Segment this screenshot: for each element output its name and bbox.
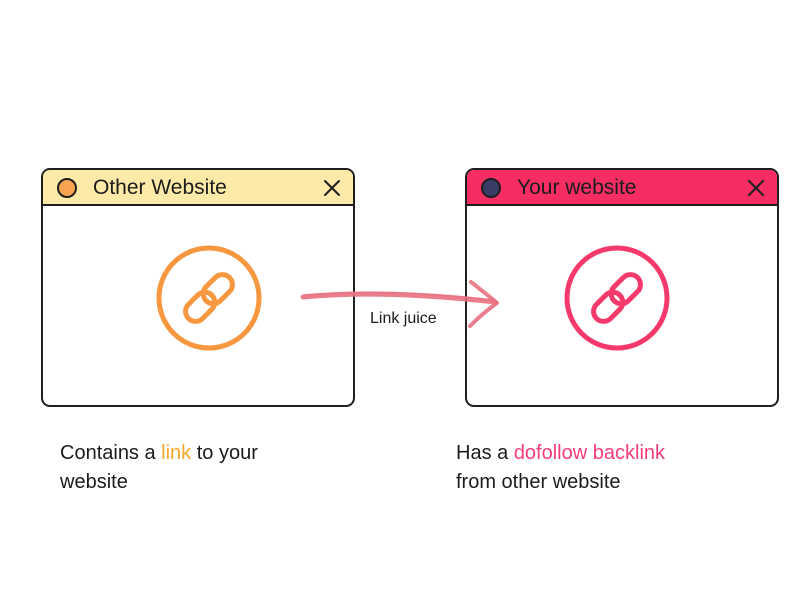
other-website-titlebar: Other Website [43, 170, 353, 206]
dofollow-backlink-highlight: dofollow backlink [513, 442, 666, 464]
circle-dot-icon [481, 178, 501, 198]
your-website-window: Your website [465, 168, 779, 407]
circle-dot-icon [57, 178, 77, 198]
caption-text: to your [191, 442, 258, 464]
link-highlight: link [161, 442, 192, 464]
your-website-titlebar: Your website [467, 170, 777, 206]
other-website-window: Other Website [41, 168, 355, 407]
your-website-caption: Has a dofollow backlink from other websi… [456, 439, 746, 497]
caption-text: Contains a [60, 442, 162, 464]
caption-text: from other website [456, 471, 621, 493]
other-website-caption: Contains a link to your website [60, 439, 350, 497]
caption-text: website [60, 471, 128, 493]
link-juice-label: Link juice [368, 309, 439, 329]
chain-link-icon [564, 245, 670, 351]
your-website-title: Your website [517, 176, 637, 199]
other-website-title: Other Website [93, 176, 227, 199]
close-x-icon[interactable] [745, 177, 767, 199]
hand-drawn-arrow-icon [300, 280, 499, 328]
close-x-icon[interactable] [321, 177, 343, 199]
caption-text: Has a [456, 442, 514, 464]
chain-link-icon [156, 245, 262, 351]
